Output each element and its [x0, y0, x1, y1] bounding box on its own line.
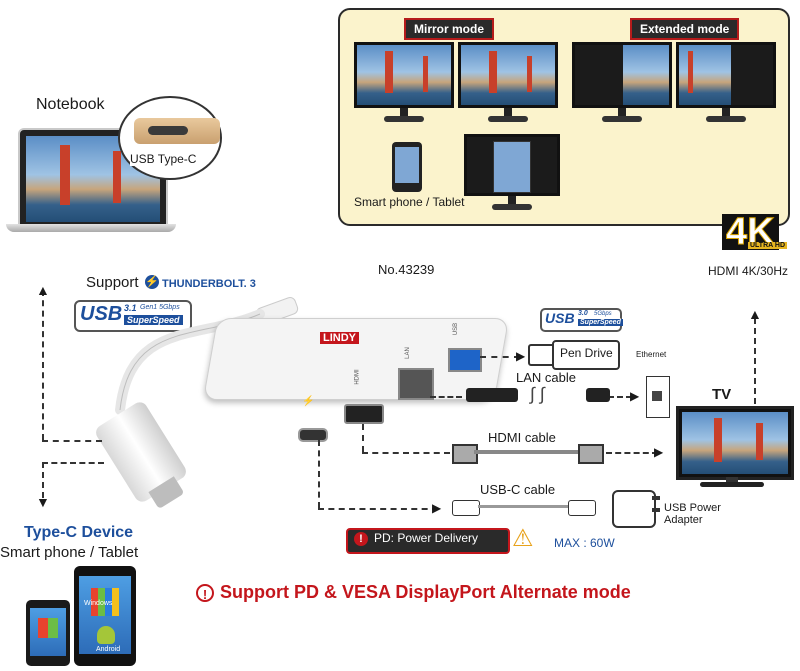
- pd-badge: [346, 528, 510, 554]
- lan-eth-dash: [608, 396, 632, 398]
- hdmi-dash-v: [362, 424, 364, 452]
- notebook-title: Notebook: [36, 96, 105, 113]
- tv-foot: [700, 482, 764, 487]
- hdmi-connector-right: [578, 444, 604, 464]
- usb-power-adapter-label: USB Power Adapter: [664, 502, 721, 526]
- hdmi-cable-wire: [474, 450, 578, 454]
- left-dash-vertical: [42, 290, 44, 440]
- phone-monitor: [464, 134, 560, 218]
- usb30-gen: 5Gbps: [594, 311, 612, 317]
- usb-c-port: [298, 428, 328, 442]
- tv-4k-arrow-icon: ▲: [748, 306, 762, 322]
- lan-connector-left: [466, 388, 518, 402]
- mirror-mode-tag: Mirror mode: [404, 18, 495, 40]
- tv-stand: [726, 477, 738, 483]
- usbc-cable-label: USB-C cable: [480, 482, 556, 497]
- tv-label: TV: [712, 386, 732, 403]
- ethernet-wall-socket: [646, 376, 670, 418]
- usb-arrow-icon: ▶: [516, 349, 526, 363]
- usb31-logo: USB: [80, 303, 123, 325]
- pd-alert-icon: !: [354, 532, 368, 546]
- pen-drive-body: [552, 340, 620, 370]
- phone-tablet-label: Smart phone / Tablet: [354, 195, 465, 209]
- hdmi-port-label: HDMI: [354, 369, 361, 385]
- left-dash-vertical-2: [42, 462, 44, 498]
- hdmi-connector-left: [452, 444, 478, 464]
- usb-type-c-label: USB Type-C: [130, 152, 197, 166]
- usbc-dash-v: [318, 440, 320, 508]
- tv-screen: [676, 406, 794, 480]
- usb31-version: 3.1: [124, 303, 137, 313]
- extended-monitor-right: [676, 42, 776, 126]
- footer-note: Support PD & VESA DisplayPort Alternate …: [220, 582, 631, 602]
- usb31-gen: Gen1 5Gbps: [140, 304, 180, 311]
- usbc-arrow-icon: ▶: [432, 501, 442, 515]
- phone-icon: [392, 142, 422, 192]
- usb30-badge: USB 3.0 5Gbps SuperSpeed: [540, 308, 623, 332]
- lan-port: [398, 368, 434, 400]
- android-label: Android: [96, 646, 121, 653]
- ethernet-label: Ethernet: [636, 350, 667, 359]
- type-c-device-title: Type-C Device: [24, 524, 134, 541]
- adapter-prong-1: [652, 496, 660, 500]
- notebook-base: [6, 224, 176, 232]
- support-label: Support: [86, 274, 139, 291]
- tablet-icon: [74, 566, 136, 666]
- usb30-speed: SuperSpeed: [578, 319, 623, 326]
- warning-icon: ⚠: [512, 525, 534, 552]
- hdmi-port: [344, 404, 384, 424]
- arrow-down-icon: ▼: [36, 494, 50, 510]
- thunderbolt-icon: ⚡: [145, 275, 159, 289]
- usb-port-label: USB: [453, 322, 460, 336]
- lan-cable-break-icon: ∫ ∫: [530, 384, 545, 404]
- usb-dash: [480, 356, 520, 358]
- mirror-monitor-left: [354, 42, 454, 126]
- extended-mode-tag: Extended mode: [630, 18, 740, 40]
- usb-c-zoom-circle: [118, 96, 222, 180]
- tv-4k-dash: [754, 318, 756, 404]
- lan-port-label: LAN: [404, 347, 411, 359]
- power-icon: ⚡: [302, 396, 315, 407]
- lan-dash: [430, 396, 462, 398]
- thunderbolt-label: THUNDERBOLT. 3: [162, 278, 256, 290]
- hdmi-cable-label: HDMI cable: [488, 430, 556, 445]
- hdmi-tv-dash: [606, 452, 658, 454]
- extended-monitor-left: [572, 42, 672, 126]
- usb-port: [448, 348, 482, 372]
- usb30-logo: USB: [545, 310, 575, 326]
- type-c-device-subtitle: Smart phone / Tablet: [0, 544, 139, 561]
- hdmi-tv-arrow-icon: ▶: [654, 445, 664, 459]
- usbc-connector-left: [452, 500, 480, 516]
- left-dash-h2: [42, 462, 104, 464]
- pen-drive-label: Pen Drive: [560, 346, 613, 360]
- usbc-dash-h: [318, 508, 438, 510]
- arrow-up-icon: ▲: [36, 282, 50, 298]
- pd-label: PD: Power Delivery: [374, 531, 479, 545]
- usbc-connector-right: [568, 500, 596, 516]
- max-power-label: MAX : 60W: [554, 536, 615, 550]
- footer-alert-icon: !: [196, 584, 214, 602]
- usb-power-adapter-icon: [612, 490, 656, 528]
- hdmi-dash-h: [362, 452, 450, 454]
- windows-label: Windows: [84, 600, 113, 607]
- display-mode-panel: Mirror mode Extended mode Smart p: [338, 8, 790, 226]
- lan-cable-label: LAN cable: [516, 370, 576, 385]
- lan-eth-arrow-icon: ▶: [630, 389, 640, 403]
- usbc-cable-wire: [478, 505, 568, 508]
- usb31-speed: SuperSpeed: [124, 315, 183, 325]
- usb31-badge: USB 3.1 Gen1 5Gbps SuperSpeed: [74, 300, 192, 332]
- hdmi-resolution-label: HDMI 4K/30Hz: [708, 264, 789, 278]
- product-number: No.43239: [378, 262, 435, 277]
- lindy-logo: LINDY: [320, 332, 359, 344]
- mirror-monitor-right: [458, 42, 558, 126]
- smartphone-icon: [26, 600, 70, 666]
- lan-connector-right: [586, 388, 610, 402]
- usb30-version: 3.0: [578, 310, 588, 317]
- ultra-hd-badge: ULTRA HD: [748, 242, 787, 249]
- left-dash-h1: [42, 440, 102, 442]
- adapter-prong-2: [652, 508, 660, 512]
